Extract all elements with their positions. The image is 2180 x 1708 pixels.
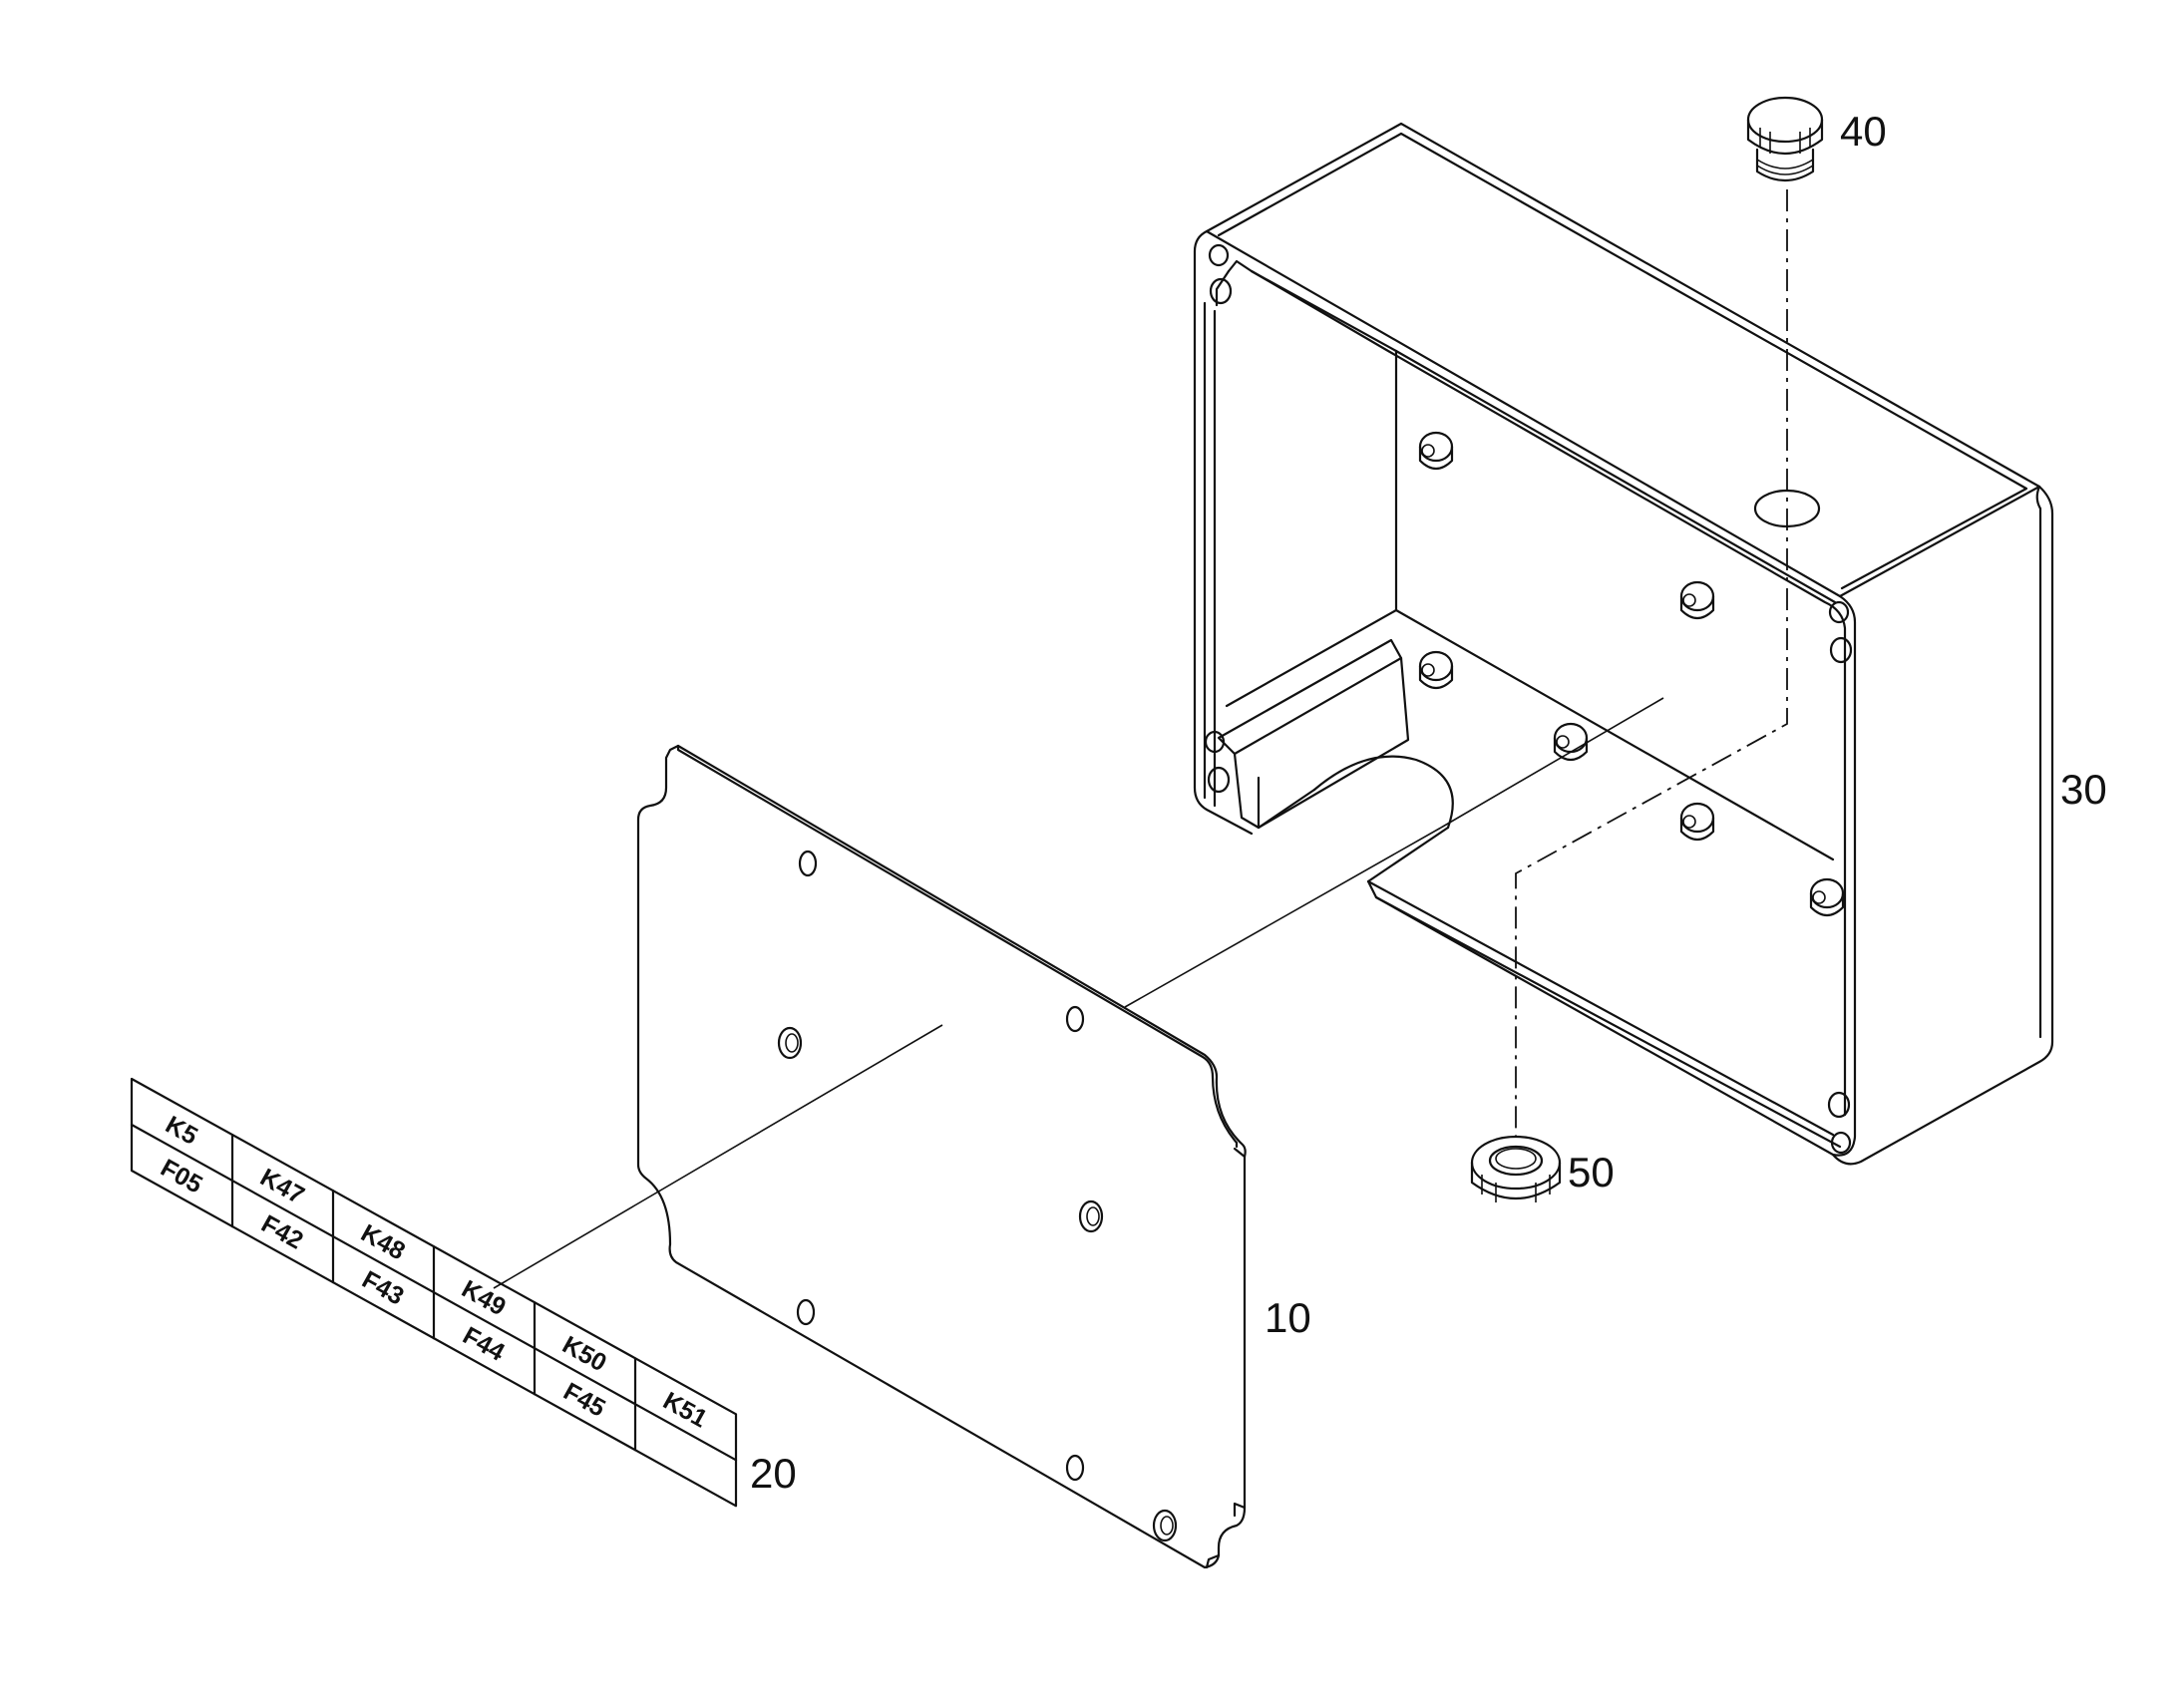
vent-plug <box>1746 96 1824 182</box>
mounting-plate <box>636 744 1247 1569</box>
mounting-bosses <box>1418 431 1845 917</box>
callout-30: 30 <box>2060 766 2107 813</box>
callout-10: 10 <box>1265 1294 1311 1341</box>
strip-cell-top: K47 <box>255 1164 309 1210</box>
callout-50: 50 <box>1568 1149 1615 1196</box>
plate-threaded-holes <box>777 1026 1178 1542</box>
plate-hole <box>1065 1005 1085 1033</box>
strip-cell-bottom: F43 <box>357 1265 408 1310</box>
callout-40: 40 <box>1840 108 1887 155</box>
callout-labels: 40 30 50 10 20 <box>750 108 2107 1497</box>
assembly-lines <box>493 189 1788 1289</box>
callout-20: 20 <box>750 1450 797 1497</box>
plate-hole <box>796 1298 816 1326</box>
strip-cell-bottom: F44 <box>458 1321 509 1366</box>
strip-cell-bottom: F42 <box>256 1209 307 1254</box>
lock-nut <box>1470 1135 1562 1202</box>
corner-holes <box>1204 243 1853 1155</box>
strip-cell-top: K51 <box>658 1387 712 1434</box>
strip-cell-top: K50 <box>557 1331 611 1378</box>
enclosure-housing <box>1193 122 2054 1166</box>
strip-cell-bottom: F45 <box>558 1377 609 1422</box>
strip-cell-bottom: F05 <box>156 1154 206 1198</box>
plate-hole <box>798 850 818 877</box>
strip-cell-top: K48 <box>356 1219 410 1266</box>
plate-hole <box>1065 1454 1085 1482</box>
strip-cell-top: K49 <box>457 1275 511 1322</box>
